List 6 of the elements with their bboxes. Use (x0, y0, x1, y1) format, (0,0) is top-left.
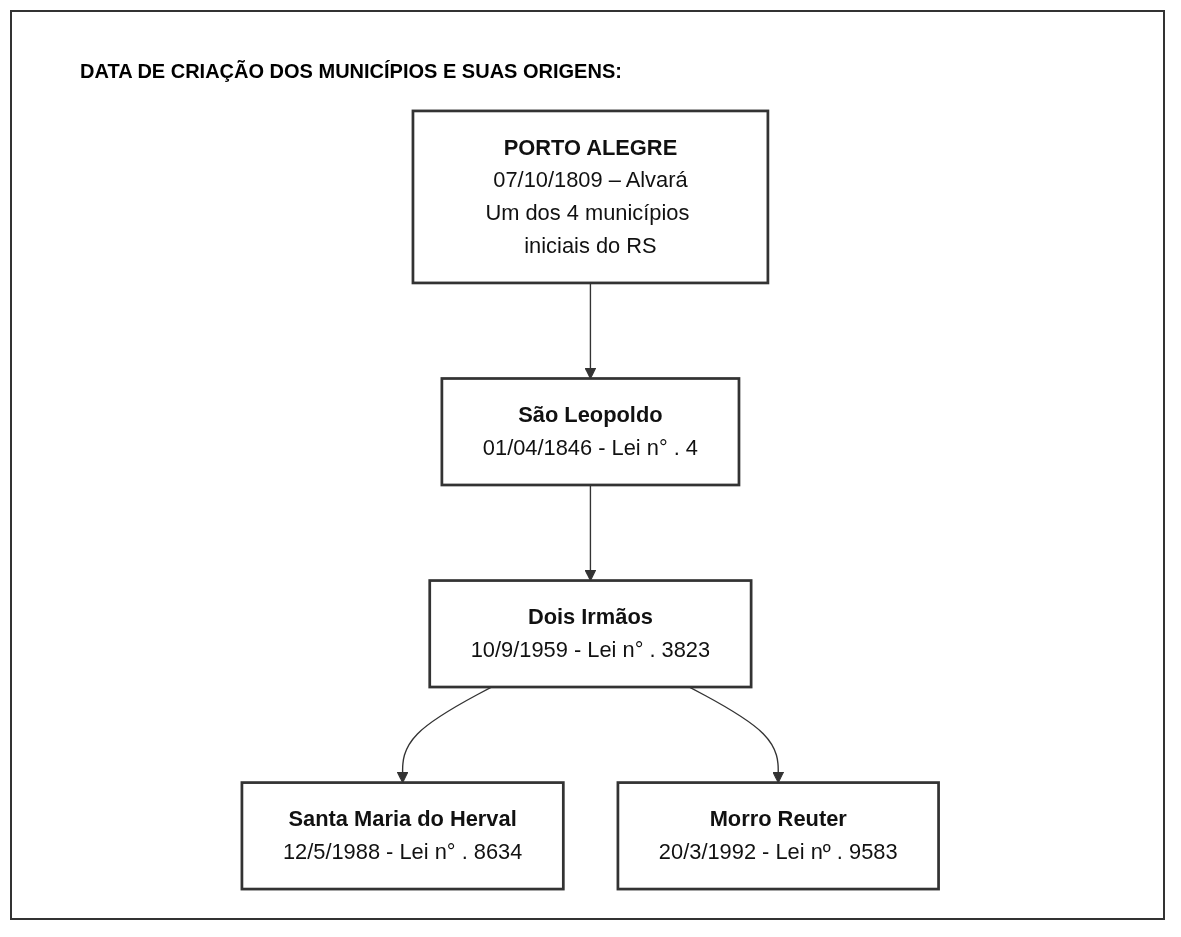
node-box: PORTO ALEGRE 07/10/1809 – Alvará Um dos 4 municípios iniciais do RS (411, 109, 769, 285)
node-box: Morro Reuter 20/3/1992 - Lei nº . 9583 (616, 781, 940, 891)
node-box: Dois Irmãos 10/9/1959 - Lei n° . 3823 (428, 579, 753, 689)
diagram-title: DATA DE CRIAÇÃO DOS MUNICÍPIOS E SUAS ORIGENS: (80, 60, 622, 83)
node-box: São Leopoldo 01/04/1846 - Lei n° . 4 (440, 377, 741, 487)
node-box: Santa Maria do Herval 12/5/1988 - Lei n° . 8634 (240, 781, 565, 891)
